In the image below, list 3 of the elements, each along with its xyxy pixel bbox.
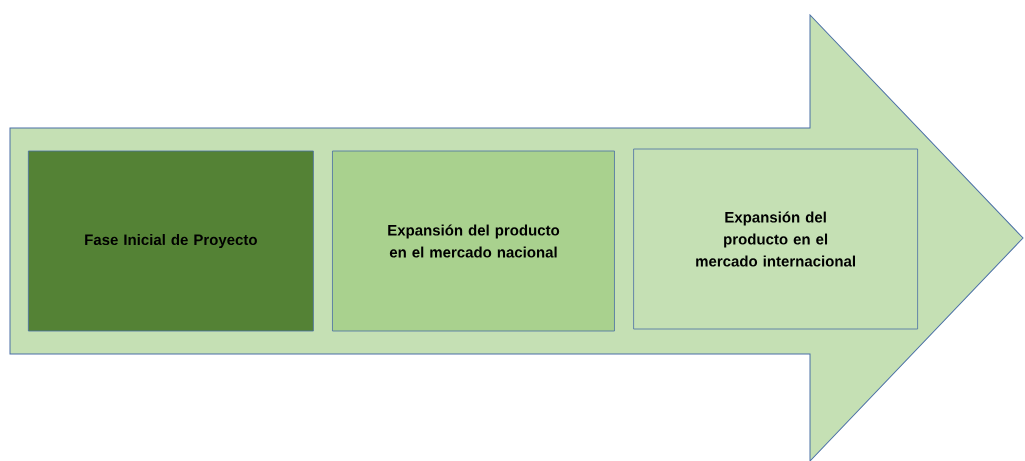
process-box: Fase Inicial de Proyecto: [27, 150, 314, 332]
process-box: Expansión del producto en el mercado nacional: [332, 150, 615, 332]
process-box: Expansión del producto en el mercado internacional: [633, 148, 918, 330]
